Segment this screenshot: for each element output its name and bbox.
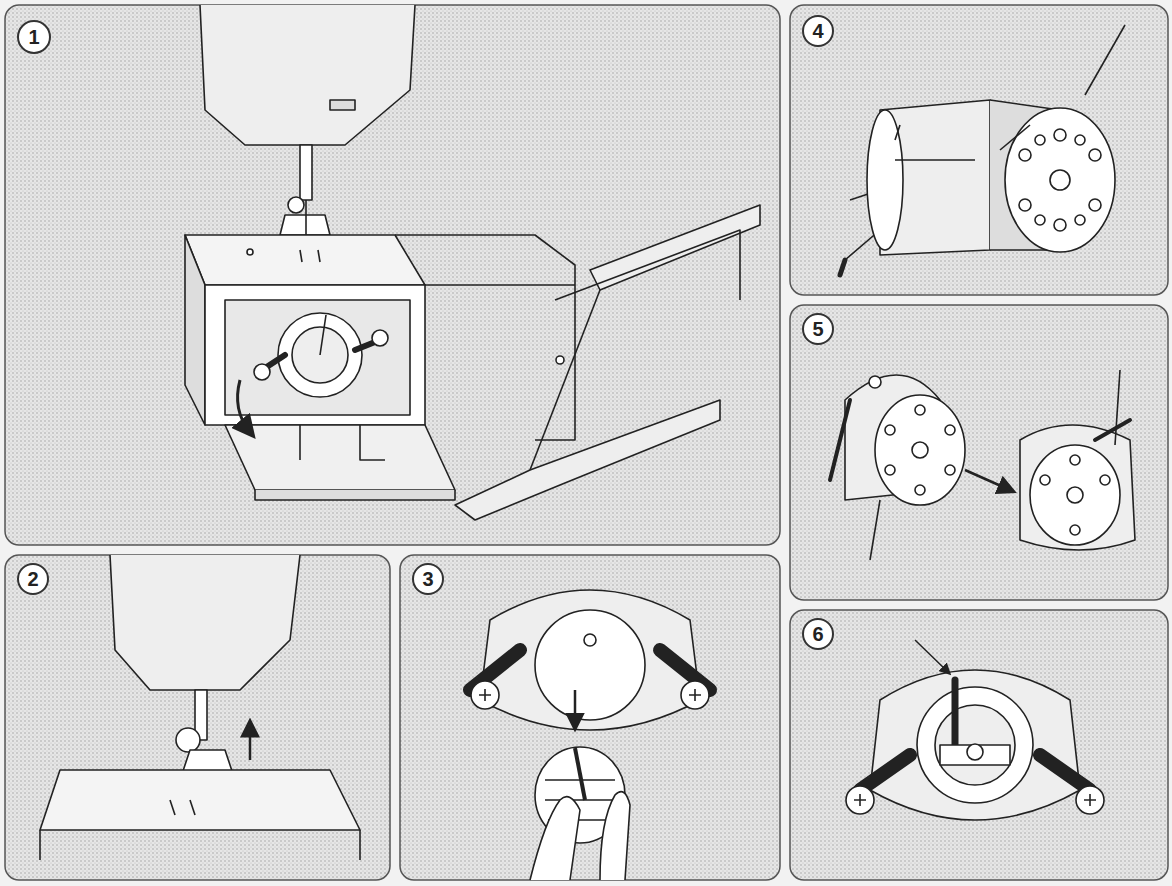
machine-open-cover [185, 5, 760, 520]
callout-circle: 4 [802, 15, 834, 47]
callout-circle: 6 [802, 618, 834, 650]
bobbin-case-removal [470, 590, 710, 880]
callout-number: 3 [422, 569, 433, 589]
bobbin-insert [840, 25, 1125, 275]
callout-number: 5 [812, 319, 823, 339]
callout-number: 2 [27, 569, 38, 589]
thread-slot [830, 370, 1135, 560]
case-insert [846, 640, 1104, 820]
presser-raise [40, 555, 360, 860]
callout-circle: 5 [802, 313, 834, 345]
callout-number: 4 [812, 21, 823, 41]
panel-frames [5, 5, 1168, 880]
callout-number: 6 [812, 624, 823, 644]
callout-circle: 1 [17, 20, 51, 54]
callout-circle: 3 [412, 563, 444, 595]
callout-number: 1 [28, 27, 39, 47]
callout-circle: 2 [17, 563, 49, 595]
